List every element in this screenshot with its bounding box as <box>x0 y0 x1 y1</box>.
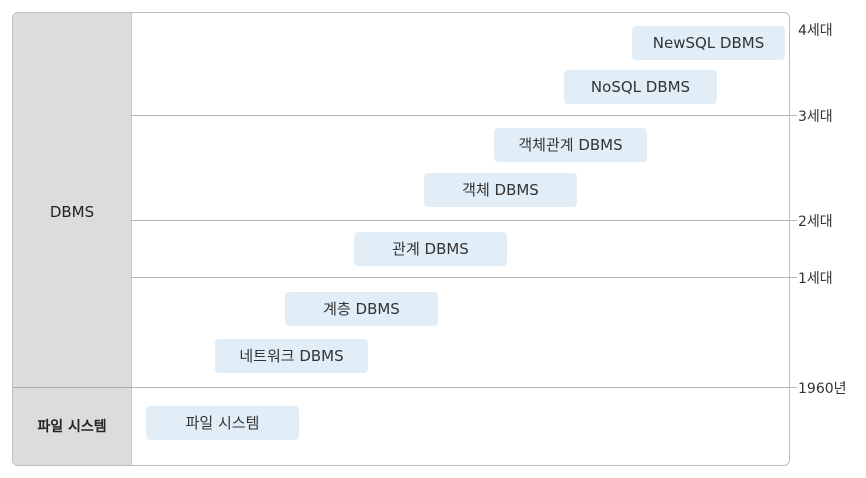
category-filesystem-label: 파일 시스템 <box>37 419 107 435</box>
divider-1st-gen <box>131 277 789 278</box>
timeline-frame: DBMS 파일 시스템 NewSQL DBMS NoSQL DBMS 객체관계 … <box>12 12 790 466</box>
tick-2nd-gen <box>789 220 797 221</box>
entry-relational-dbms: 관계 DBMS <box>354 232 507 266</box>
entry-hierarchical-dbms: 계층 DBMS <box>285 292 438 326</box>
entry-nosql-dbms: NoSQL DBMS <box>564 70 717 104</box>
entry-object-relational-dbms: 객체관계 DBMS <box>494 128 647 162</box>
category-dbms-label: DBMS <box>49 203 95 221</box>
tick-1st-gen <box>789 277 797 278</box>
divider-1960 <box>131 387 789 388</box>
generation-3-label: 3세대 <box>798 109 833 125</box>
sidebar-divider <box>13 387 131 388</box>
tick-1960 <box>789 387 797 388</box>
entry-file-system: 파일 시스템 <box>146 406 299 440</box>
divider-3rd-gen <box>131 115 789 116</box>
generation-1-label: 1세대 <box>798 271 833 287</box>
entry-object-dbms: 객체 DBMS <box>424 173 577 207</box>
year-1960-label: 1960년 <box>798 381 847 397</box>
tick-3rd-gen <box>789 115 797 116</box>
generation-4-label: 4세대 <box>798 23 833 39</box>
entry-newsql-dbms: NewSQL DBMS <box>632 26 785 60</box>
category-sidebar: DBMS 파일 시스템 <box>13 13 132 465</box>
divider-2nd-gen <box>131 220 789 221</box>
entry-network-dbms: 네트워크 DBMS <box>215 339 368 373</box>
generation-2-label: 2세대 <box>798 214 833 230</box>
